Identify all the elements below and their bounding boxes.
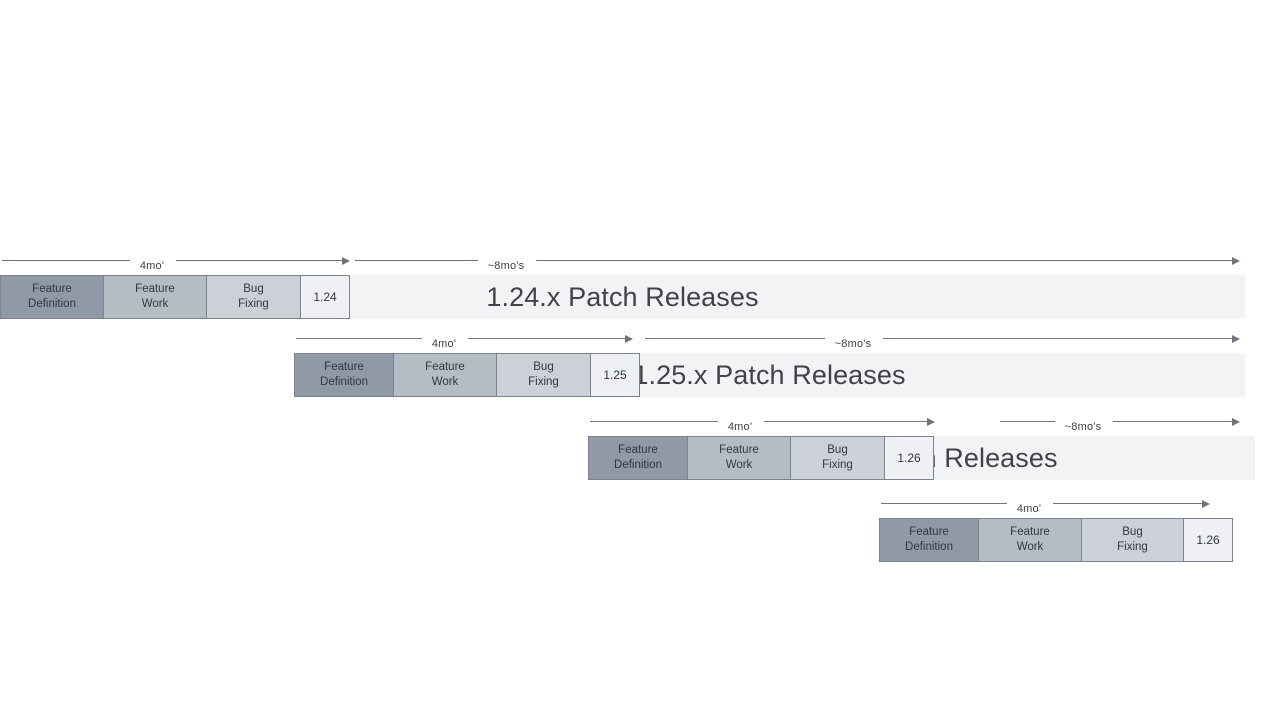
phase-bug-fixing: Bug Fixing [496,353,591,397]
phase-label-line-1: Bug [243,283,264,296]
phase-label-line-2: Fixing [238,298,269,310]
phase-feature-definition: Feature Definition [294,353,394,397]
measure-label: ~8mo's [1064,421,1102,433]
phase-label-line-2: Work [725,459,753,471]
dev-duration-measure-1-25: 4mo' [294,330,634,350]
measure-arrowhead [927,417,935,426]
measure-rule-right [468,338,625,339]
dev-duration-measure-1-24: 4mo' [0,252,351,272]
measure-rule-left [645,338,825,339]
development-phases-1-26-next: Feature Definition Feature Work Bug Fixi… [879,518,1233,562]
measure-arrowhead [625,334,633,343]
patch-duration-measure-1-24: ~8mo's [355,252,1240,272]
phase-feature-work: Feature Work [978,518,1082,562]
dev-duration-measure-1-26: 4mo' [588,413,936,433]
phase-label-line-1: Feature [1010,526,1050,539]
measure-rule-right [1053,503,1202,504]
measure-rule-right [764,421,927,422]
development-phases-1-25: Feature Definition Feature Work Bug Fixi… [294,353,640,397]
phase-feature-definition: Feature Definition [0,275,104,319]
phase-label-line-1: Feature [425,361,465,374]
measure-label: 4mo' [1016,503,1042,515]
measure-label: 4mo' [139,260,165,272]
phase-label-line-1: Feature [324,361,364,374]
phase-label-line-2: Definition [905,541,953,553]
measure-label: ~8mo's [487,260,525,272]
development-phases-1-24: Feature Definition Feature Work Bug Fixi… [0,275,350,319]
phase-feature-work: Feature Work [103,275,207,319]
phase-label-line-2: Work [431,376,459,388]
phase-label-line-1: Feature [32,283,72,296]
measure-arrowhead [1232,417,1240,426]
phase-feature-work: Feature Work [393,353,497,397]
phase-feature-definition: Feature Definition [588,436,688,480]
phase-label-line-2: Definition [320,376,368,388]
version-box: 1.24 [300,275,350,319]
version-box: 1.25 [590,353,640,397]
phase-feature-definition: Feature Definition [879,518,979,562]
measure-rule-left [881,503,1007,504]
measure-arrowhead [1232,334,1240,343]
measure-rule-left [296,338,422,339]
measure-rule-right [883,338,1232,339]
phase-label-line-1: Bug [533,361,554,374]
measure-rule-left [2,260,130,261]
measure-rule-left [590,421,718,422]
phase-label-line-1: Bug [827,444,848,457]
measure-rule-left [1000,421,1055,422]
phase-label-line-2: Work [1016,541,1044,553]
measure-label: ~8mo's [834,338,872,350]
phase-label-line-1: Feature [719,444,759,457]
patch-duration-measure-1-25: ~8mo's [645,330,1240,350]
phase-label-line-1: Bug [1122,526,1143,539]
phase-label-line-1: Feature [618,444,658,457]
phase-label-line-2: Definition [614,459,662,471]
measure-rule-left [355,260,478,261]
measure-label: 4mo' [431,338,457,350]
patch-release-label: 1.25.x Patch Releases [633,359,906,390]
measure-label: 4mo' [727,421,753,433]
phase-label-line-1: Feature [135,283,175,296]
measure-arrowhead [1232,256,1240,265]
phase-label-line-2: Work [141,298,169,310]
measure-rule-right [536,260,1232,261]
measure-arrowhead [342,256,350,265]
version-box: 1.26 [884,436,934,480]
phase-label-line-2: Fixing [822,459,853,471]
measure-rule-right [176,260,342,261]
phase-bug-fixing: Bug Fixing [206,275,301,319]
patch-duration-measure-1-26: ~8mo's [1000,413,1240,433]
development-phases-1-26: Feature Definition Feature Work Bug Fixi… [588,436,934,480]
phase-label-line-2: Fixing [528,376,559,388]
phase-label-line-2: Fixing [1117,541,1148,553]
phase-bug-fixing: Bug Fixing [1081,518,1184,562]
phase-label-line-2: Definition [28,298,76,310]
measure-arrowhead [1202,499,1210,508]
patch-release-label: 1.24.x Patch Releases [486,281,759,312]
phase-bug-fixing: Bug Fixing [790,436,885,480]
measure-rule-right [1113,421,1232,422]
dev-duration-measure-1-26-next: 4mo' [879,495,1211,515]
phase-feature-work: Feature Work [687,436,791,480]
phase-label-line-1: Feature [909,526,949,539]
version-box: 1.26 [1183,518,1233,562]
